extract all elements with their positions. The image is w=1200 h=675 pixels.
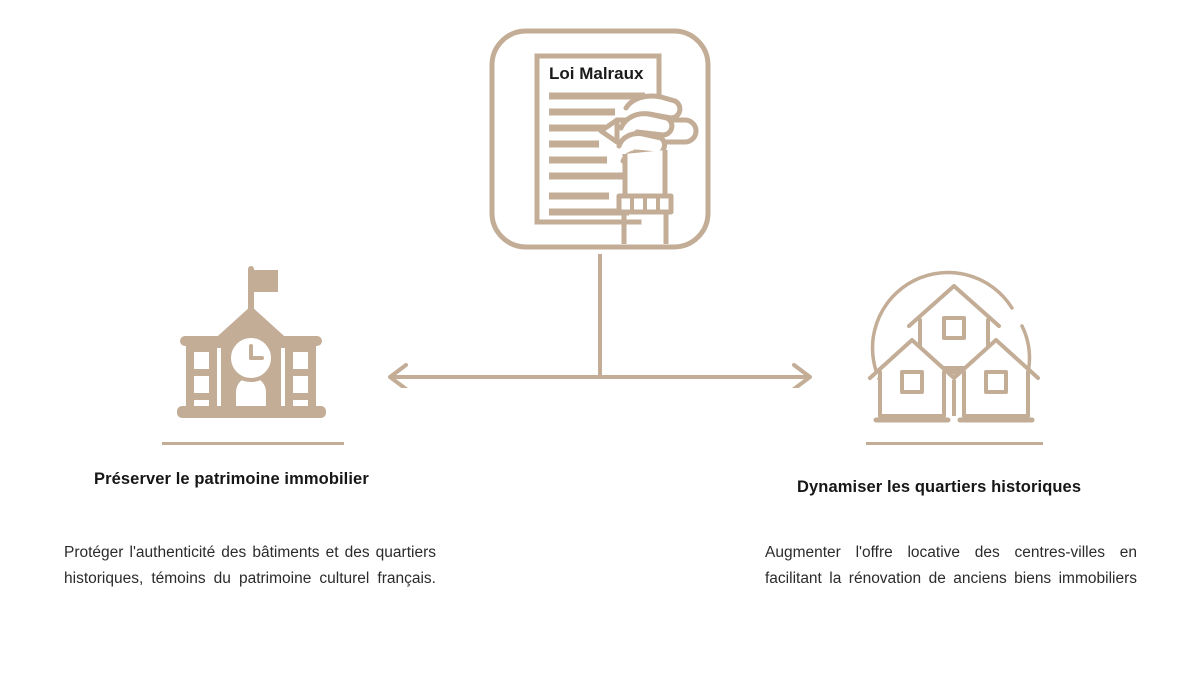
house-back-walls	[918, 318, 990, 370]
window	[293, 352, 308, 369]
paper-sheet-outline	[534, 53, 662, 225]
house-back-roof	[907, 284, 1001, 328]
clock-hands	[249, 344, 264, 360]
base-plinth	[177, 406, 326, 418]
window	[293, 400, 308, 406]
arrowhead-left	[388, 363, 408, 388]
paper-text-lines	[549, 92, 645, 216]
house-right-roof	[952, 338, 1040, 380]
branch-heading-left: Préserver le patrimoine immobilier	[94, 470, 369, 488]
house-left-roof	[868, 338, 956, 380]
flag	[254, 270, 278, 292]
document-title: Loi Malraux	[549, 64, 644, 83]
central-document-card: Loi Malraux	[489, 28, 711, 250]
window	[194, 352, 209, 369]
connector-arrow	[370, 248, 830, 388]
divider-rule-left	[162, 442, 344, 445]
historic-town-hall-building-icon	[160, 262, 345, 437]
three-houses-neighborhood-icon	[862, 268, 1047, 438]
house-back-window	[942, 316, 966, 340]
house-left-window	[900, 370, 924, 394]
divider-rule-right	[866, 442, 1043, 445]
groove-right	[281, 348, 285, 406]
arched-door	[236, 377, 266, 406]
groove-left	[217, 348, 221, 406]
branch-heading-right: Dynamiser les quartiers historiques	[797, 478, 1082, 496]
window	[293, 376, 308, 393]
sleeve-cuff-icon	[616, 193, 674, 215]
flag-pole	[248, 266, 254, 314]
window	[194, 400, 209, 406]
house-left	[868, 338, 956, 423]
roof-gable	[209, 306, 293, 344]
house-right	[952, 338, 1040, 423]
branch-body-left: Protéger l'authenticité des bâtiments et…	[64, 540, 436, 618]
branch-body-right: Augmenter l'offre locative des centres-v…	[765, 540, 1137, 618]
sleeve-icon	[621, 212, 669, 244]
house-right-window	[984, 370, 1008, 394]
forearm-icon	[622, 150, 668, 201]
clock-rim	[227, 334, 275, 382]
branch-body-right-text: Augmenter l'offre locative des centres-v…	[765, 544, 1137, 587]
arrowhead-right	[792, 363, 812, 388]
branch-body-left-text: Protéger l'authenticité des bâtiments et…	[64, 544, 436, 587]
window	[194, 376, 209, 393]
pencil-icon	[598, 117, 699, 145]
